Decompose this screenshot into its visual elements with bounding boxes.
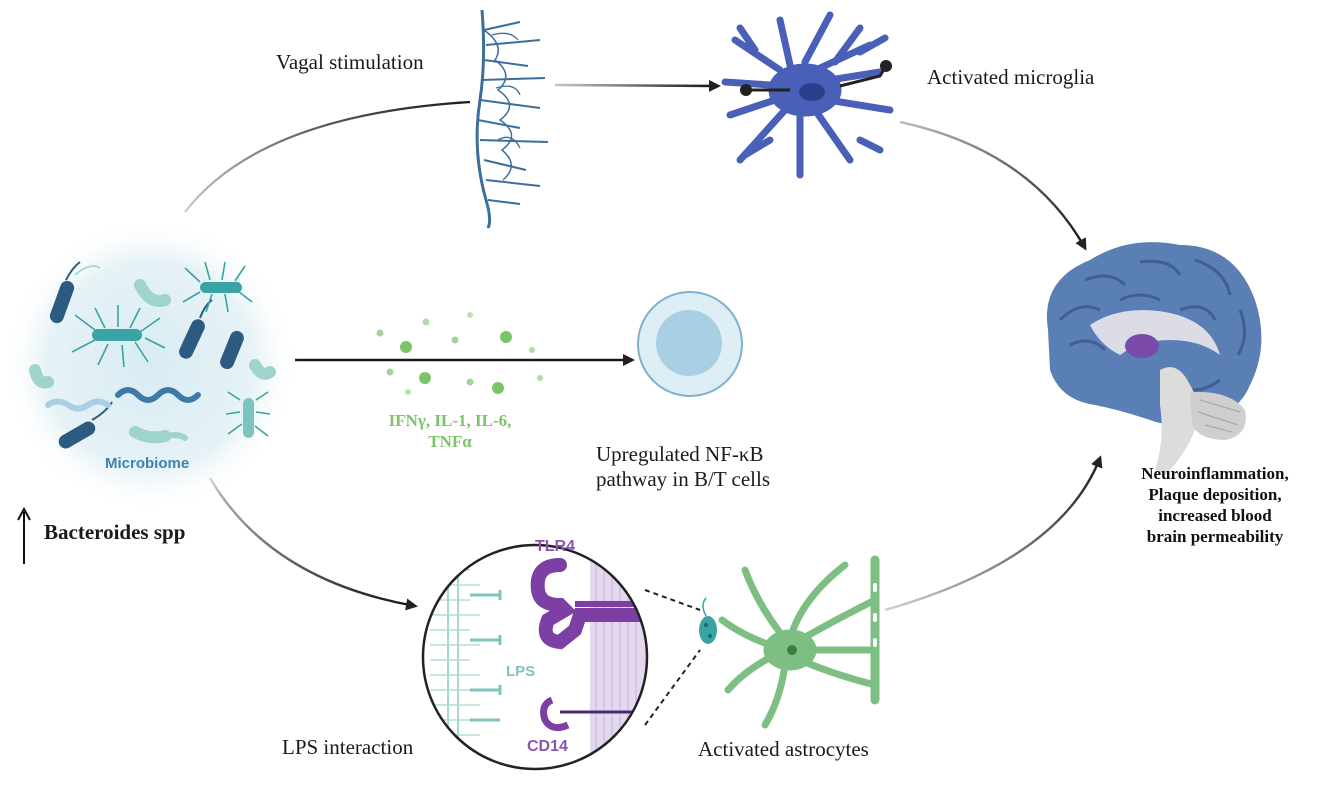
microbiome-illustration [2, 217, 298, 513]
activated-microglia-label: Activated microglia [927, 65, 1095, 89]
astrocyte-cell-illustration [718, 555, 880, 729]
arrow-vagal-to-microglia [554, 79, 721, 92]
brain-illustration [1046, 242, 1262, 475]
nfkb-line-1: Upregulated NF-κB [596, 442, 764, 466]
lps-label: LPS [506, 663, 536, 680]
tlr4-label: TLR4 [535, 538, 575, 555]
activated-astrocytes-label: Activated astrocytes [698, 737, 869, 761]
vagus-nerve-illustration [475, 9, 549, 229]
arrow-astrocytes-to-brain [884, 455, 1103, 612]
cd14-label: CD14 [527, 738, 568, 755]
vagal-stimulation-label: Vagal stimulation [276, 50, 424, 74]
nfkb-label: Upregulated NF-κB pathway in B/T cells [596, 442, 770, 492]
cytokines-line-2: TNFα [428, 432, 472, 451]
lymphocyte-cell-illustration [637, 291, 743, 397]
outcome-line-3: increased blood [1158, 506, 1272, 525]
outcome-line-2: Plaque deposition, [1148, 485, 1282, 504]
cytokines-line-1: IFNγ, IL-1, IL-6, [388, 411, 512, 430]
microglia-cell-illustration [721, 11, 894, 179]
lps-zoom-illustration [421, 543, 717, 771]
cytokine-particles [376, 312, 543, 395]
microbiome-label: Microbiome [105, 455, 190, 472]
nfkb-line-2: pathway in B/T cells [596, 467, 770, 491]
outcome-label: Neuroinflammation, Plaque deposition, in… [1110, 463, 1320, 547]
lps-interaction-label: LPS interaction [282, 735, 414, 759]
arrow-microbiome-to-lps [208, 477, 418, 611]
bacteroides-label: Bacteroides spp [44, 520, 186, 544]
outcome-line-1: Neuroinflammation, [1141, 464, 1289, 483]
up-arrow-icon [14, 506, 34, 566]
arc-microbiome-to-vagal [184, 100, 471, 213]
cytokines-label: IFNγ, IL-1, IL-6, TNFα [360, 410, 540, 452]
arrow-microglia-to-brain [899, 120, 1087, 251]
outcome-line-4: brain permeability [1146, 527, 1284, 546]
